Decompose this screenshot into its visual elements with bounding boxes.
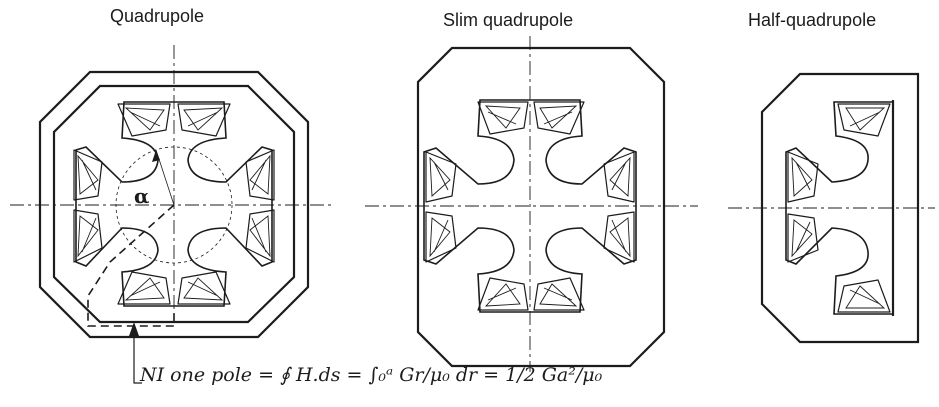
aperture-radius-label: α bbox=[134, 184, 150, 208]
ampere-law-equation: NI one pole = ∮ H.ds = ∫₀ᵃ Gr/μ₀ dr = 1/… bbox=[140, 364, 603, 386]
half-coils bbox=[787, 103, 891, 313]
quadrupole-aperture-circle bbox=[115, 146, 233, 264]
coil-bottom-left bbox=[117, 271, 171, 305]
integration-arrowhead bbox=[129, 322, 139, 336]
quadrupole-magnet bbox=[10, 45, 335, 384]
integration-leader-line bbox=[133, 326, 142, 384]
coil-top-left bbox=[117, 103, 171, 137]
title-quadrupole: Quadrupole bbox=[110, 6, 205, 26]
aperture-radius-arrowhead bbox=[152, 150, 160, 162]
coil-left-lower bbox=[73, 209, 103, 263]
slim-quadrupole-magnet bbox=[365, 36, 698, 372]
quadrupole-yoke-inner bbox=[52, 84, 296, 324]
half-pole-profile bbox=[785, 101, 893, 315]
coil-right-upper bbox=[245, 149, 275, 201]
slim-pole-profile bbox=[423, 99, 637, 313]
half-yoke-outer bbox=[760, 72, 920, 344]
integration-path bbox=[87, 204, 175, 327]
quadrupole-pole-profile bbox=[75, 101, 273, 307]
coil-right-lower bbox=[245, 209, 275, 263]
title-slim-quadrupole: Slim quadrupole bbox=[443, 10, 574, 30]
quadrupole-coils bbox=[73, 103, 275, 305]
title-half-quadrupole: Half-quadrupole bbox=[748, 10, 877, 30]
slim-coils bbox=[425, 101, 635, 311]
quadrupole-yoke-outer bbox=[38, 70, 310, 339]
coil-top-right bbox=[177, 103, 231, 137]
slim-yoke-outer bbox=[416, 46, 666, 368]
coil-bottom-right bbox=[177, 271, 231, 305]
coil-left-upper bbox=[73, 149, 103, 201]
half-quadrupole-magnet bbox=[728, 72, 935, 344]
